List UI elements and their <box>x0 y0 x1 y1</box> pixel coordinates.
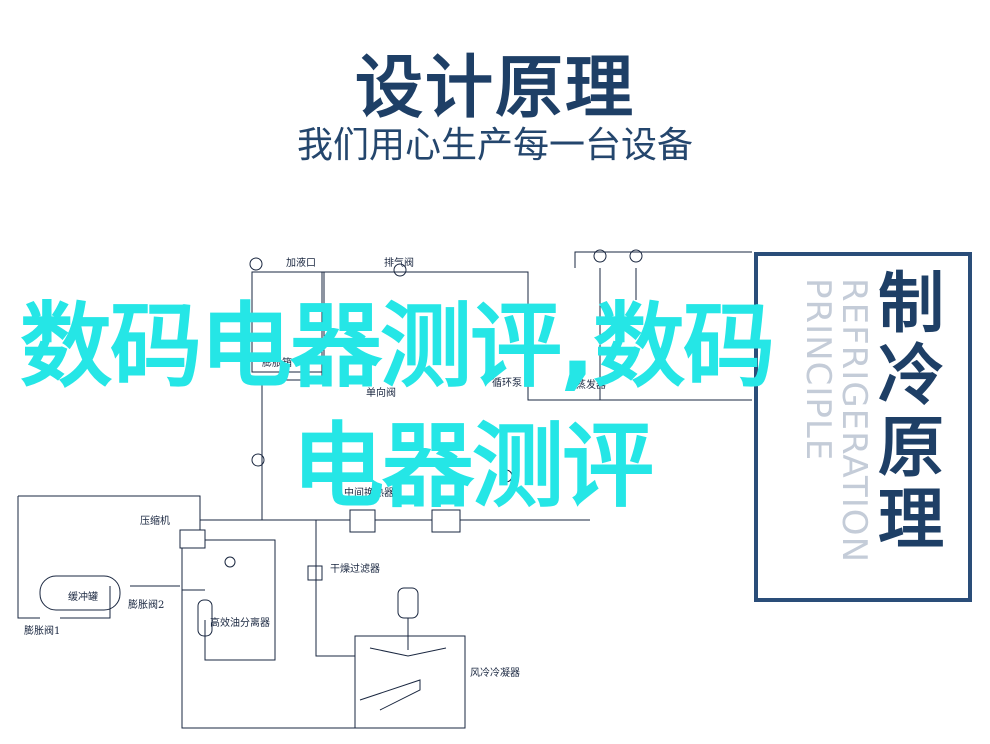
fan-motor <box>397 587 419 619</box>
pipe-receiver-out <box>60 586 111 619</box>
pipe-separator-loop <box>204 539 276 661</box>
filter-dryer-box <box>307 565 323 581</box>
label-intermediate-exchanger: 中间换热器 <box>344 486 394 499</box>
label-expansion-tank: 膨胀箱 <box>262 356 292 369</box>
receiver-tank <box>39 575 121 611</box>
principle-subtitle-en: REFRIGERATION PRINCIPLE <box>798 278 874 563</box>
label-evaporator: 蒸发器 <box>576 378 606 391</box>
principle-box <box>754 252 972 602</box>
pipe-bottom-loop <box>181 548 466 729</box>
compressor-body <box>179 529 206 549</box>
watermark-line-1: 数码电器测评,数码 <box>20 293 775 400</box>
pipe-right-top <box>574 251 752 268</box>
page-subtitle: 我们用心生产每一台设备 <box>296 125 693 166</box>
exhaust-valve-symbol <box>393 263 407 277</box>
label-one-way-valve: 单向阀 <box>366 386 396 399</box>
label-condenser: 风冷冷凝器 <box>470 666 520 679</box>
fan-blades <box>369 647 447 657</box>
gauge-symbol-1 <box>593 249 607 263</box>
pipe-left-side <box>17 496 40 619</box>
label-expansion-valve-2: 膨胀阀2 <box>128 598 164 611</box>
label-cooling-coil: 缓冲罐 <box>68 590 98 603</box>
evaporator-exchanger-box <box>431 509 461 533</box>
pump-sensor-symbol <box>499 469 513 483</box>
condenser-box <box>354 635 466 729</box>
label-add-valve: 加液口 <box>286 256 316 269</box>
pipe-left-drop <box>261 272 323 500</box>
add-valve-symbol <box>249 257 263 271</box>
sensor-symbol <box>224 556 236 568</box>
pipe-left-top <box>18 495 201 530</box>
oil-separator-body <box>197 599 213 637</box>
principle-title: 制冷原理 <box>878 265 944 558</box>
label-circulation-pump: 循环泵 <box>492 376 522 389</box>
label-exhaust-valve: 排气阀 <box>384 256 414 269</box>
gauge-symbol-2 <box>629 249 643 263</box>
label-oil-separator: 高效油分离器 <box>210 616 270 629</box>
pressure-gauge-symbol <box>251 453 265 467</box>
page-title: 设计原理 <box>354 49 635 128</box>
label-filter-dryer: 干燥过滤器 <box>330 562 380 575</box>
condenser-coil <box>359 679 421 711</box>
label-expansion-valve-1: 膨胀阀1 <box>24 624 60 637</box>
watermark-line-2: 电器测评 <box>292 413 654 520</box>
pipe-filter-line <box>315 520 355 657</box>
expansion-tank-body <box>251 271 325 373</box>
intermediate-exchanger-box <box>349 509 376 533</box>
label-compressor: 压缩机 <box>140 514 170 527</box>
